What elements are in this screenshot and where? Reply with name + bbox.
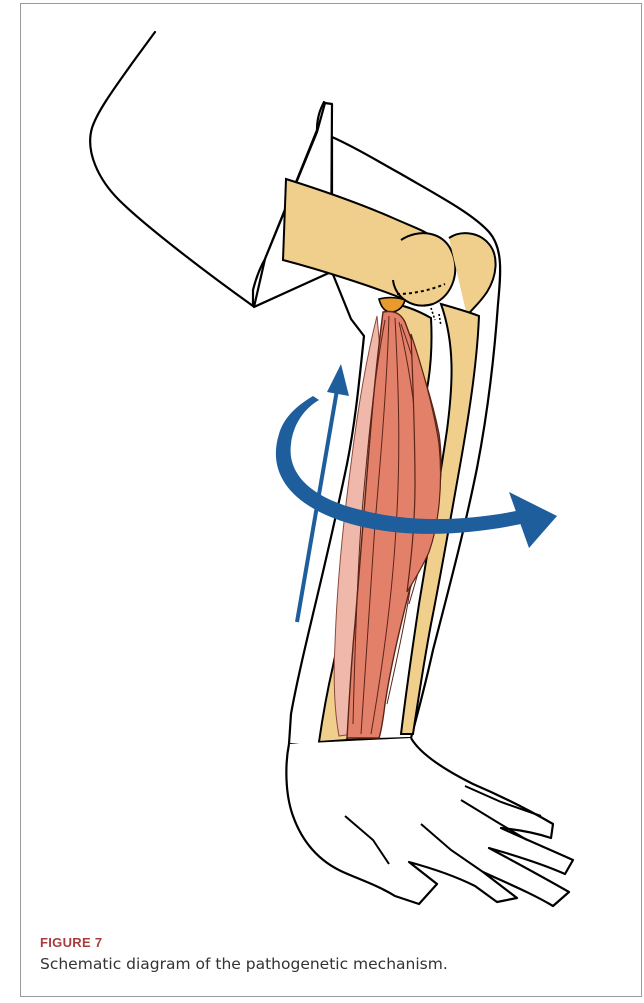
figure-frame: FIGURE 7 Schematic diagram of the pathog… (20, 3, 642, 997)
figure-label: FIGURE 7 (40, 935, 630, 951)
hand-outline (286, 738, 573, 906)
figure-caption-text: Schematic diagram of the pathogenetic me… (40, 953, 630, 975)
arm-schematic-diagram (21, 4, 642, 924)
humerus-condyle (393, 233, 455, 305)
figure-caption: FIGURE 7 Schematic diagram of the pathog… (40, 935, 630, 975)
